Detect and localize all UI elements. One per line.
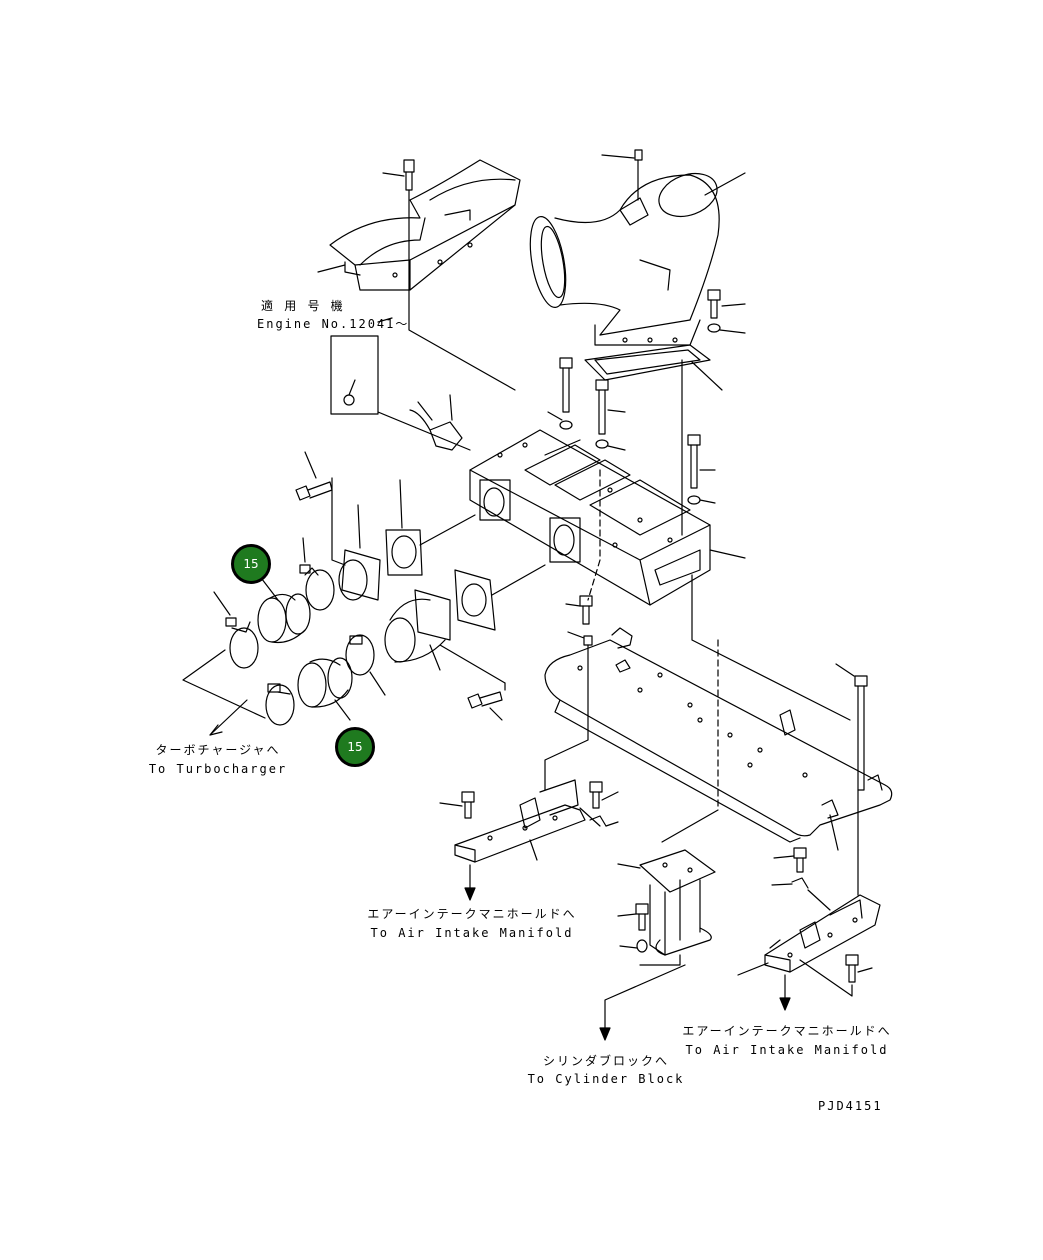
flange-gasket-2 bbox=[454, 564, 546, 631]
flange-gasket-1 bbox=[385, 479, 476, 576]
plate-bolts bbox=[544, 595, 868, 791]
part-number-text: 15 bbox=[347, 740, 363, 754]
applicable-engine-label-jp: 適 用 号 機 bbox=[261, 299, 345, 313]
top-bolt-left bbox=[403, 159, 516, 391]
intake-manifold-left-label-en: To Air Intake Manifold bbox=[370, 926, 574, 940]
elbow-gasket bbox=[584, 344, 723, 391]
drawing-code: PJD4151 bbox=[818, 1099, 883, 1113]
flange-pipe-1 bbox=[338, 504, 381, 601]
applicable-engine-number-label: Engine No.12041～ bbox=[257, 317, 410, 331]
part-number-badge[interactable]: 15 bbox=[335, 727, 375, 767]
cylinder-block-arrow bbox=[599, 964, 686, 1041]
clamp-1 bbox=[299, 537, 335, 611]
turbocharger-arrow bbox=[182, 649, 266, 736]
center-column-bracket bbox=[617, 809, 719, 966]
manifold-body bbox=[469, 429, 851, 721]
intake-manifold-left-label-jp: エアーインテークマニホールドへ bbox=[367, 907, 577, 921]
body-bolts bbox=[547, 357, 716, 536]
intake-arrow-right bbox=[779, 974, 791, 1011]
cylinder-block-label-jp: シリンダブロックへ bbox=[542, 1054, 669, 1068]
sensor-with-wire bbox=[409, 394, 463, 451]
part-number-badge[interactable]: 15 bbox=[231, 544, 271, 584]
cylinder-block-label-en: To Cylinder Block bbox=[527, 1072, 685, 1086]
flange-pipe-2 bbox=[384, 589, 506, 684]
rubber-hose-2 bbox=[297, 657, 353, 721]
right-bracket-plate bbox=[737, 789, 881, 997]
heat-shield-bracket bbox=[329, 159, 521, 291]
clamp-3 bbox=[345, 634, 386, 696]
rubber-hose-1 bbox=[254, 569, 311, 644]
left-bracket-plate bbox=[439, 779, 619, 863]
long-base-plate bbox=[544, 627, 893, 851]
bolt-lower bbox=[467, 682, 506, 721]
engine-sensor-detail-box bbox=[330, 317, 471, 451]
part-number-text: 15 bbox=[243, 557, 259, 571]
turbocharger-label-jp: ターボチャージャへ bbox=[155, 743, 281, 757]
intake-manifold-right-label-en: To Air Intake Manifold bbox=[685, 1043, 889, 1057]
turbocharger-label-en: To Turbocharger bbox=[148, 762, 288, 776]
intake-manifold-right-label-jp: エアーインテークマニホールドへ bbox=[682, 1024, 892, 1038]
clamp-2 bbox=[213, 591, 259, 669]
intake-arrow-left bbox=[464, 864, 476, 901]
hidden-center-lines bbox=[587, 469, 719, 811]
elbow-pipe bbox=[529, 149, 746, 346]
bolt-left bbox=[295, 451, 346, 566]
clamp-4 bbox=[265, 683, 295, 726]
elbow-bolts bbox=[707, 289, 746, 334]
